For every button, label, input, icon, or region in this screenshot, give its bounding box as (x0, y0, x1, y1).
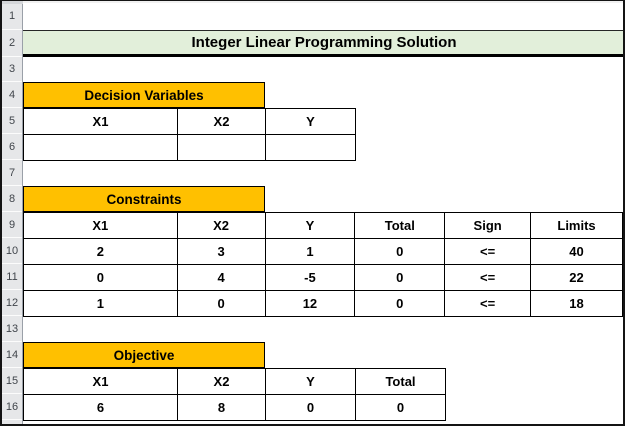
row-header-gutter: 1 2 3 4 5 6 7 8 9 10 11 12 13 14 15 16 (2, 3, 23, 424)
row-number[interactable]: 8 (2, 186, 22, 212)
row-number[interactable]: 7 (2, 160, 22, 186)
cell-constraint-x2[interactable]: 3 (176, 238, 266, 265)
column-header-x1[interactable]: X1 (23, 108, 178, 135)
row-number[interactable]: 15 (2, 368, 22, 394)
cell-constraint-x2[interactable]: 0 (176, 290, 266, 317)
cell-constraint-limit[interactable]: 40 (530, 238, 623, 265)
row-number[interactable]: 6 (2, 134, 22, 160)
row-number[interactable]: 3 (2, 57, 22, 82)
cell-objective-x2[interactable]: 8 (177, 394, 266, 421)
column-header-x1[interactable]: X1 (23, 212, 178, 239)
row-number[interactable]: 10 (2, 238, 22, 264)
table-row: X1 X2 Y (23, 108, 356, 135)
title-cell[interactable]: Integer Linear Programming Solution (23, 30, 623, 57)
objective-header[interactable]: Objective (23, 342, 265, 368)
row-number[interactable]: 14 (2, 342, 22, 368)
cell-dv-y[interactable] (265, 134, 356, 161)
table-row: X1 X2 Y Total Sign Limits (23, 212, 623, 239)
cell-constraint-x1[interactable]: 0 (23, 264, 178, 291)
cell-constraint-limit[interactable]: 18 (530, 290, 623, 317)
row-number[interactable]: 9 (2, 212, 22, 238)
row-number[interactable]: 12 (2, 290, 22, 316)
cell-constraint-limit[interactable]: 22 (530, 264, 623, 291)
column-header-limits[interactable]: Limits (530, 212, 623, 239)
cell-constraint-total[interactable]: 0 (354, 290, 446, 317)
table-row: 1 0 12 0 <= 18 (23, 290, 623, 317)
constraints-header[interactable]: Constraints (23, 186, 265, 212)
row-number[interactable]: 13 (2, 316, 22, 342)
row-number[interactable]: 11 (2, 264, 22, 290)
row-number[interactable]: 2 (2, 30, 22, 57)
cell-constraint-x2[interactable]: 4 (176, 264, 266, 291)
decision-variables-header[interactable]: Decision Variables (23, 82, 265, 108)
column-header-x2[interactable]: X2 (177, 108, 266, 135)
column-header-total[interactable]: Total (354, 212, 446, 239)
cell-objective-y[interactable]: 0 (265, 394, 356, 421)
column-header-x1[interactable]: X1 (23, 368, 178, 395)
row-number[interactable]: 4 (2, 82, 22, 108)
table-row: 6 8 0 0 (23, 394, 446, 421)
constraints-table: X1 X2 Y Total Sign Limits 2 3 1 0 <= 40 … (23, 212, 623, 317)
row-number[interactable]: 1 (2, 3, 22, 30)
column-header-y[interactable]: Y (265, 108, 356, 135)
row-number[interactable]: 16 (2, 394, 22, 420)
cell-constraint-sign[interactable]: <= (444, 290, 532, 317)
cell-constraint-y[interactable]: 12 (264, 290, 356, 317)
cell-constraint-sign[interactable]: <= (444, 238, 532, 265)
cell-dv-x2[interactable] (177, 134, 266, 161)
objective-table: X1 X2 Y Total 6 8 0 0 (23, 368, 446, 421)
cell-objective-x1[interactable]: 6 (23, 394, 178, 421)
table-row: 0 4 -5 0 <= 22 (23, 264, 623, 291)
column-header-x2[interactable]: X2 (177, 368, 266, 395)
page-title: Integer Linear Programming Solution (191, 34, 457, 51)
cell-constraint-y[interactable]: 1 (264, 238, 356, 265)
cell-constraint-x1[interactable]: 1 (23, 290, 178, 317)
cell-constraint-y[interactable]: -5 (264, 264, 356, 291)
column-header-total[interactable]: Total (355, 368, 446, 395)
row-number[interactable]: 5 (2, 108, 22, 134)
cell-constraint-sign[interactable]: <= (444, 264, 532, 291)
cell-constraint-total[interactable]: 0 (354, 238, 446, 265)
table-row: 2 3 1 0 <= 40 (23, 238, 623, 265)
cell-dv-x1[interactable] (23, 134, 178, 161)
cell-constraint-total[interactable]: 0 (354, 264, 446, 291)
column-header-y[interactable]: Y (265, 368, 356, 395)
gutter-corner (2, 1, 23, 4)
column-header-x2[interactable]: X2 (176, 212, 266, 239)
cell-constraint-x1[interactable]: 2 (23, 238, 178, 265)
column-header-y[interactable]: Y (264, 212, 356, 239)
column-header-remnant (2, 1, 623, 3)
table-row: X1 X2 Y Total (23, 368, 446, 395)
cell-objective-total[interactable]: 0 (355, 394, 446, 421)
column-header-sign[interactable]: Sign (444, 212, 532, 239)
decision-variables-table: X1 X2 Y (23, 108, 356, 161)
table-row (23, 134, 356, 161)
